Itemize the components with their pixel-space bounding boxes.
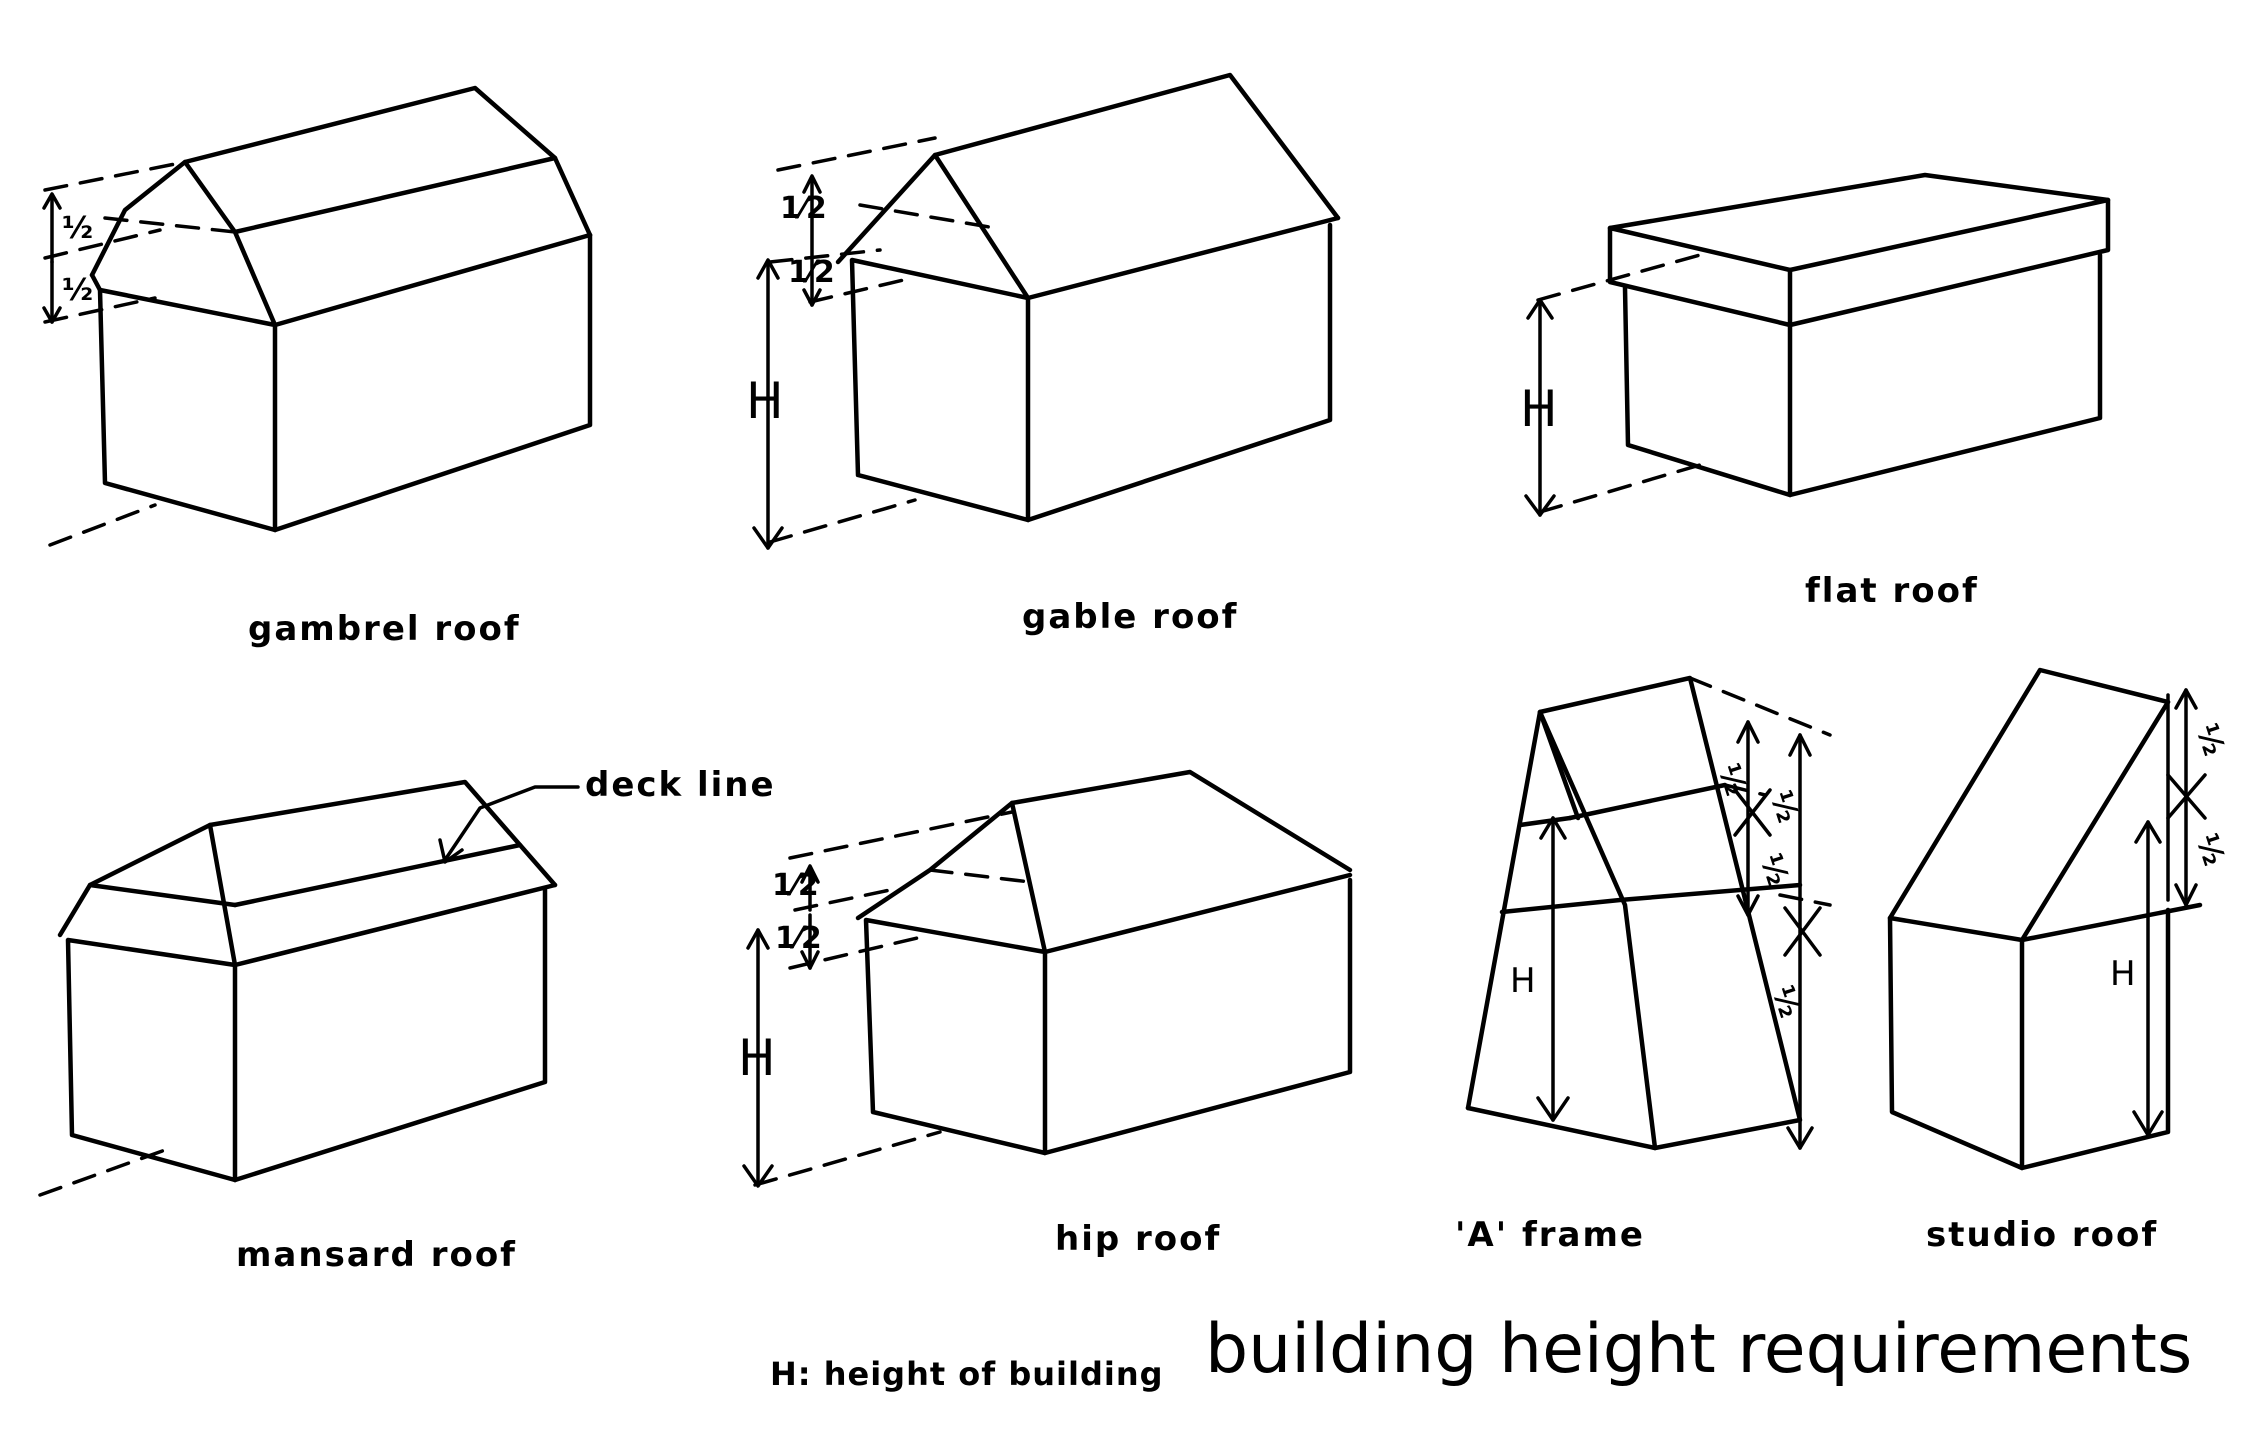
gable-upper-dim: 1⁄2 [780, 191, 827, 226]
a-frame-height-label: H [1510, 961, 1536, 1001]
hip-roof-label: hip roof [1055, 1219, 1221, 1259]
a-frame-label: 'A' frame [1455, 1215, 1645, 1255]
gambrel-roof-label: gambrel roof [248, 609, 521, 649]
diagram-title: building height requirements [1205, 1310, 2192, 1389]
height-legend: H: height of building [770, 1355, 1164, 1393]
gable-roof-label: gable roof [1022, 597, 1238, 637]
hip-upper-dim: 1⁄2 [772, 868, 819, 903]
flat-height-label: H [1520, 380, 1558, 438]
gable-lower-dim: 1⁄2 [788, 255, 835, 290]
gambrel-roof-figure: ½ ½ [42, 85, 593, 547]
hip-lower-dim: 1⁄2 [775, 921, 822, 956]
studio-height-label: H [2110, 954, 2136, 994]
flat-roof-figure: H [1520, 172, 2111, 517]
mansard-deck-line-callout: deck line [585, 765, 776, 805]
a-frame-figure: H ½ ½ ½ ½ [1465, 675, 1832, 1151]
gable-height-label: H [746, 372, 784, 430]
mansard-roof-figure: deck line [38, 765, 776, 1197]
mansard-roof-label: mansard roof [236, 1235, 517, 1275]
gambrel-upper-dim: ½ [62, 211, 93, 246]
studio-roof-label: studio roof [1926, 1215, 2158, 1255]
flat-roof-label: flat roof [1805, 571, 1979, 611]
studio-dim-1: ½ [2188, 720, 2231, 760]
hip-roof-figure: 1⁄2 1⁄2 H [738, 769, 1353, 1188]
studio-roof-figure: H ½ ½ [1887, 667, 2231, 1171]
gambrel-lower-dim: ½ [62, 273, 93, 308]
gable-roof-figure: 1⁄2 1⁄2 H [746, 72, 1341, 550]
hip-height-label: H [738, 1029, 776, 1087]
studio-dim-2: ½ [2188, 830, 2231, 870]
